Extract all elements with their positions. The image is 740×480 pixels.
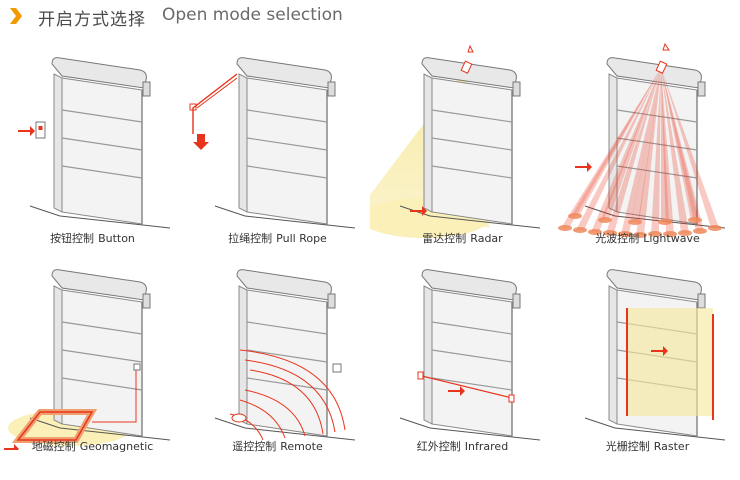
raster-illustration bbox=[584, 269, 726, 441]
mode-label-cn: 遥控控制 bbox=[232, 440, 277, 453]
page-title-cn: 开启方式选择 bbox=[38, 10, 146, 30]
geomagnetic-illustration bbox=[4, 269, 171, 450]
infrared-illustration bbox=[399, 269, 541, 441]
roll-up-door bbox=[214, 269, 356, 441]
remote-illustration bbox=[214, 269, 356, 441]
mode-label-en: Infrared bbox=[464, 440, 509, 453]
mode-label-cn: 雷达控制 bbox=[422, 232, 467, 245]
radar-sensor-icon bbox=[460, 60, 473, 74]
page-title-en: Open mode selection bbox=[162, 5, 343, 25]
mode-label-en: Lightwave bbox=[643, 232, 700, 245]
mode-label-en: Pull Rope bbox=[276, 232, 327, 245]
lightwave-illustration bbox=[558, 42, 726, 238]
roll-up-door bbox=[399, 57, 541, 229]
lightwave-sensor-icon bbox=[655, 60, 668, 74]
mode-label-cn: 光栅控制 bbox=[605, 440, 650, 453]
page-header: 开启方式选择 Open mode selection bbox=[0, 0, 740, 32]
chevron-right-icon bbox=[10, 8, 22, 24]
mode-label-cn: 红外控制 bbox=[416, 440, 461, 453]
push-button-illustration bbox=[18, 57, 171, 229]
light-curtain-icon bbox=[627, 308, 713, 416]
mode-label-en: Geomagnetic bbox=[79, 440, 154, 453]
mode-label-en: Remote bbox=[280, 440, 323, 453]
roll-up-door bbox=[214, 57, 356, 229]
infrared-sensor-icon bbox=[421, 375, 513, 399]
roll-up-door bbox=[29, 57, 171, 229]
remote-control-icon bbox=[231, 413, 247, 423]
mode-label-en: Radar bbox=[470, 232, 503, 245]
roll-up-door bbox=[399, 269, 541, 441]
pull-rope-icon bbox=[192, 73, 238, 134]
mode-label-en: Raster bbox=[653, 440, 690, 453]
radar-illustration bbox=[370, 44, 541, 238]
pull-rope-illustration bbox=[189, 57, 356, 229]
mode-label-cn: 按钮控制 bbox=[50, 232, 95, 245]
mode-label-cn: 光波控制 bbox=[595, 232, 640, 245]
mode-label-cn: 地磁控制 bbox=[31, 440, 76, 453]
roll-up-door bbox=[29, 269, 171, 441]
mode-label-cn: 拉绳控制 bbox=[228, 232, 273, 245]
mode-label-en: Button bbox=[98, 232, 135, 245]
